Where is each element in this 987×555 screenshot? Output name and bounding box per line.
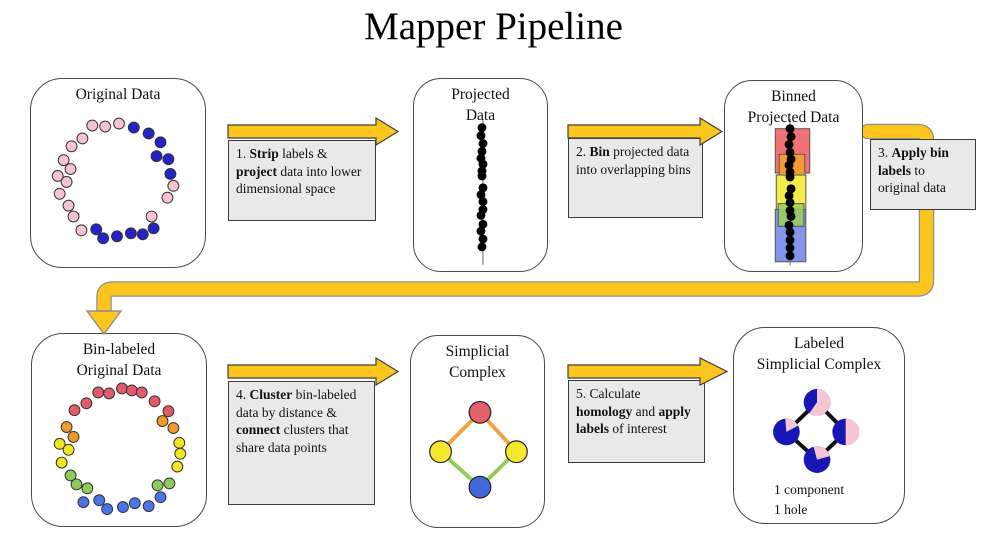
bin-labeled-original-data-label: Bin-labeled Original Data	[76, 341, 162, 379]
simplicial-complex-graph	[429, 400, 528, 499]
labeled-simplicial-complex-label: Labeled Simplicial Complex	[756, 335, 882, 373]
step-3-connector-arrow	[97, 125, 933, 320]
homology-result-text: 1 component 1 hole	[774, 482, 845, 517]
simplicial-complex-box: Simplicial Complex	[410, 335, 545, 528]
step-4-text: 4. Cluster bin-labeled data by distance …	[236, 387, 357, 455]
step-5-arrow	[567, 357, 729, 386]
step-1-arrow	[227, 116, 400, 147]
binned-projected-data-label: Binned Projected Data	[747, 88, 840, 126]
page-title: Mapper Pipeline	[364, 5, 623, 48]
step-4-arrow	[227, 356, 400, 387]
original-data-label: Original Data	[75, 86, 161, 103]
binned-projected-data-plot	[774, 118, 811, 266]
step-3-text: 3. Apply bin labels to original data	[878, 145, 949, 196]
step-2-arrow	[567, 116, 724, 147]
step-5-text: 5. Calculate homology and apply labels o…	[576, 386, 691, 437]
projected-data-label: Projected Data	[451, 86, 510, 124]
projected-data-plot	[476, 118, 488, 265]
simplicial-complex-label: Simplicial Complex	[445, 343, 510, 381]
original-data-scatter	[51, 117, 180, 245]
step-1-text: 1. Strip labels & project data into lowe…	[236, 146, 362, 197]
projected-data-box: Projected Data	[413, 78, 548, 272]
labeled-simplicial-complex-graph	[773, 388, 860, 473]
step-3-arrowhead	[85, 310, 123, 336]
bin-labeled-scatter	[53, 382, 187, 516]
step-2-box: 2. Bin projected data into overlapping b…	[568, 138, 703, 218]
step-2-text: 2. Bin projected data into overlapping b…	[576, 144, 691, 177]
original-data-box: Original Data	[30, 78, 206, 268]
labeled-simplicial-complex-box: Labeled Simplicial Complex 1 component 1…	[733, 327, 905, 524]
step-3-box: 3. Apply bin labels to original data	[870, 139, 976, 210]
step-4-box: 4. Cluster bin-labeled data by distance …	[228, 381, 375, 505]
step-1-box: 1. Strip labels & project data into lowe…	[228, 140, 376, 221]
bin-labeled-original-data-box: Bin-labeled Original Data	[31, 333, 207, 527]
binned-projected-data-box: Binned Projected Data	[724, 80, 863, 272]
step-5-box: 5. Calculate homology and apply labels o…	[568, 380, 705, 463]
